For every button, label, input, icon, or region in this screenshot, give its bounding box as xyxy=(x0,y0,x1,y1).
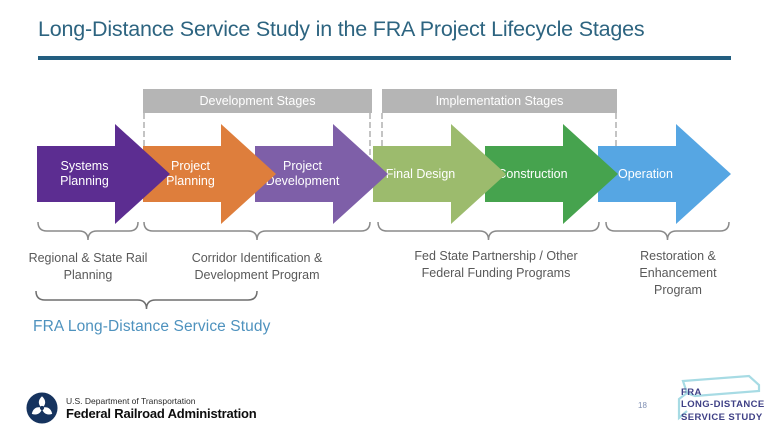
dashed-connector xyxy=(369,113,371,155)
dashed-connector xyxy=(615,113,617,155)
fra-lds-logo-icon xyxy=(677,374,761,421)
stage-arrow-construction: Construction xyxy=(485,124,618,224)
stage-arrow-project-development: Project Development xyxy=(255,124,388,224)
bracket-restoration xyxy=(605,221,730,241)
bracket-fed-state xyxy=(377,221,600,241)
usdot-logo-block: U.S. Department of Transportation Federa… xyxy=(26,392,257,424)
stage-label: Construction xyxy=(497,166,568,181)
stage-label: Project Development xyxy=(265,159,340,188)
stage-label: Operation xyxy=(618,166,673,181)
page-title: Long-Distance Service Study in the FRA P… xyxy=(38,17,645,41)
program-label-restoration: Restoration & Enhancement Program xyxy=(639,249,717,297)
fra-lds-logo-text: FRA LONG-DISTANCE SERVICE STUDY xyxy=(681,387,765,423)
stage-label: Project Planning xyxy=(166,159,215,188)
bracket-fra-study xyxy=(35,290,258,310)
usdot-agency: Federal Railroad Administration xyxy=(66,405,257,421)
group-bar-implementation: Implementation Stages xyxy=(382,89,617,113)
dashed-connector xyxy=(381,113,383,155)
program-label-corridor: Corridor Identification & Development Pr… xyxy=(191,251,323,282)
stage-arrow-project-planning: Project Planning xyxy=(143,124,276,224)
stage-arrow-operation: Operation xyxy=(598,124,731,224)
stage-arrow-final-design: Final Design xyxy=(373,124,506,224)
dashed-connector xyxy=(143,113,145,155)
fra-study-label: FRA Long-Distance Service Study xyxy=(33,318,271,335)
bracket-corridor xyxy=(143,221,371,241)
page-number: 18 xyxy=(638,401,647,410)
usdot-logo-icon xyxy=(26,392,58,424)
usdot-department: U.S. Department of Transportation xyxy=(66,395,196,406)
program-label-fed-state: Fed State Partnership / Other Federal Fu… xyxy=(414,249,578,280)
stage-label: Final Design xyxy=(385,166,456,181)
group-bar-development: Development Stages xyxy=(143,89,372,113)
program-label-regional: Regional & State Rail Planning xyxy=(28,251,148,282)
bracket-regional xyxy=(37,221,139,241)
stage-arrow-systems-planning: Systems Planning xyxy=(37,124,170,224)
title-underline xyxy=(38,56,731,60)
stage-label: Systems Planning xyxy=(60,159,109,188)
